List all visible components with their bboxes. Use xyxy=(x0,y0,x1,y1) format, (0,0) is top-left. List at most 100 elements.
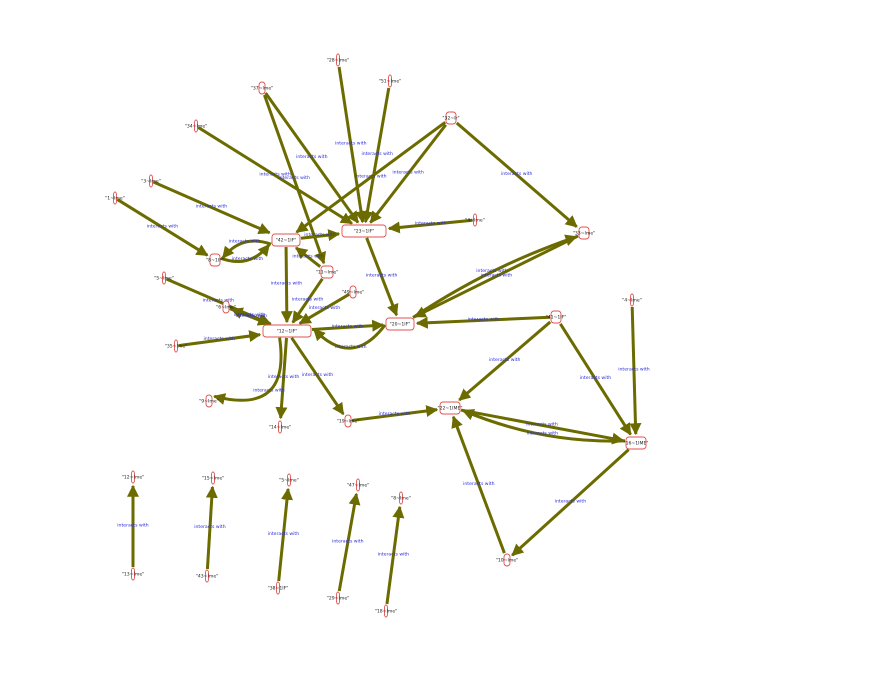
graph-node[interactable]: "34~Ime" xyxy=(185,119,208,133)
node-label: "22~1IME" xyxy=(437,406,462,412)
graph-node[interactable]: "6~Ime" xyxy=(216,300,236,314)
node-label: "37~Ime" xyxy=(251,86,274,92)
graph-node[interactable]: "41~1IF" xyxy=(546,310,567,324)
node-box xyxy=(162,271,166,285)
node-label: "3~Ime" xyxy=(141,179,161,185)
graph-node[interactable]: "32~Ir" xyxy=(442,111,460,125)
node-label: "12~Ime" xyxy=(122,475,145,481)
node-box xyxy=(149,174,153,188)
edge xyxy=(415,315,551,329)
node-box xyxy=(336,53,340,67)
edge-label: interacts with xyxy=(292,253,324,259)
node-box xyxy=(262,324,312,338)
edge-label: interacts with xyxy=(463,481,495,487)
edge xyxy=(455,121,578,228)
node-box xyxy=(276,581,280,595)
node-box xyxy=(399,491,403,505)
node-box xyxy=(174,339,178,353)
graph-node[interactable]: "18~Ime" xyxy=(375,604,398,618)
node-label: "12~1IF" xyxy=(277,329,298,335)
graph-node[interactable]: "35~Ime" xyxy=(165,339,188,353)
node-box xyxy=(209,253,221,267)
graph-node[interactable]: "5~Ime" xyxy=(279,473,299,487)
edge-label: interacts with xyxy=(555,498,587,504)
edge-label: interacts with xyxy=(355,173,387,179)
node-label: "33~Ime" xyxy=(573,231,596,237)
graph-node[interactable]: "10~Ime" xyxy=(496,553,519,567)
graph-node[interactable]: "47~Ime" xyxy=(347,478,370,492)
graph-node[interactable]: "20~1IF" xyxy=(385,317,415,331)
graph-node[interactable]: "5~Ime" xyxy=(154,271,174,285)
graph-node[interactable]: "42~1IF" xyxy=(271,233,301,247)
edge xyxy=(295,246,322,268)
edge-label: interacts with xyxy=(234,312,266,318)
edge xyxy=(230,307,272,327)
node-label: "34~Ime" xyxy=(185,124,208,130)
node-box xyxy=(385,317,415,331)
edge xyxy=(280,246,293,324)
graph-node[interactable]: "4~Ime" xyxy=(465,213,485,227)
graph-node[interactable]: "14~Ime" xyxy=(269,420,292,434)
graph-node[interactable]: "12~Ime" xyxy=(122,470,145,484)
graph-node[interactable]: "51~Ime" xyxy=(379,74,402,88)
node-label: "41~1IF" xyxy=(546,315,567,321)
node-box xyxy=(439,401,461,415)
node-box xyxy=(341,224,387,238)
graph-node[interactable]: "8~Ime" xyxy=(391,491,411,505)
edge-label: interacts with xyxy=(292,297,324,303)
edge-label: interacts with xyxy=(268,531,300,537)
node-label: "5~Ime" xyxy=(154,276,174,282)
graph-node[interactable]: "19~Ime" xyxy=(337,414,360,428)
edge-label: interacts with xyxy=(580,375,612,381)
edge-label: interacts with xyxy=(304,232,336,238)
edge-label: interacts with xyxy=(268,374,300,380)
node-box xyxy=(113,191,117,205)
edge-label: interacts with xyxy=(335,141,367,147)
graph-node[interactable]: "49~Ime" xyxy=(342,285,365,299)
node-label: "32~Ir" xyxy=(442,116,459,122)
node-label: "14~Ime" xyxy=(269,425,292,431)
node-label: "13~Ime" xyxy=(122,572,145,578)
graph-node[interactable]: "16~1IME" xyxy=(623,436,649,450)
node-label: "47~Ime" xyxy=(347,483,370,489)
edge-label: interacts with xyxy=(476,268,508,274)
graph-node[interactable]: "3~Ime" xyxy=(141,174,161,188)
edge-label: interacts with xyxy=(259,171,291,177)
edge-label: interacts with xyxy=(196,203,228,209)
graph-node[interactable]: "4~Ime" xyxy=(622,293,642,307)
edge xyxy=(263,94,326,265)
graph-node[interactable]: "38~1IF" xyxy=(268,581,289,595)
edge-label: interacts with xyxy=(229,238,261,244)
edge-label: interacts with xyxy=(378,551,410,557)
graph-node[interactable]: "22~1IME" xyxy=(437,401,463,415)
edge xyxy=(337,492,361,592)
node-box xyxy=(445,111,457,125)
graph-node[interactable]: "23~1IF" xyxy=(341,224,387,238)
graph-node[interactable]: "1~Ime" xyxy=(105,191,125,205)
node-label: "11~Ime" xyxy=(316,270,339,276)
edge-label: interacts with xyxy=(204,336,236,342)
node-box xyxy=(384,604,388,618)
graph-node[interactable]: "13~Ime" xyxy=(122,567,145,581)
edge-label: interacts with xyxy=(194,524,226,530)
graph-node[interactable]: "33~Ime" xyxy=(573,226,596,240)
graph-node[interactable]: "9~Ime" xyxy=(199,394,219,408)
graph-node[interactable]: "15~Ime" xyxy=(202,471,225,485)
edge-label: interacts with xyxy=(526,421,558,427)
graph-node[interactable]: "12~1IF" xyxy=(262,324,312,338)
graph-node[interactable]: "29~Ime" xyxy=(327,591,350,605)
graph-node[interactable]: "11~Ime" xyxy=(316,265,339,279)
graph-node[interactable]: "8~1IF" xyxy=(206,253,224,267)
graph-node[interactable]: "43~Ime" xyxy=(196,569,219,583)
graph-node[interactable]: "37~Ime" xyxy=(251,81,274,95)
node-label: "6~Ime" xyxy=(216,305,236,311)
node-box xyxy=(271,233,301,247)
edge-label: interacts with xyxy=(366,273,398,279)
graph-node[interactable]: "28~Ime" xyxy=(327,53,350,67)
edge-label: interacts with xyxy=(332,323,364,329)
node-label: "20~1IF" xyxy=(390,322,411,328)
edge-label: interacts with xyxy=(117,523,149,529)
edge-label: interacts with xyxy=(309,305,341,311)
edge xyxy=(361,87,391,224)
